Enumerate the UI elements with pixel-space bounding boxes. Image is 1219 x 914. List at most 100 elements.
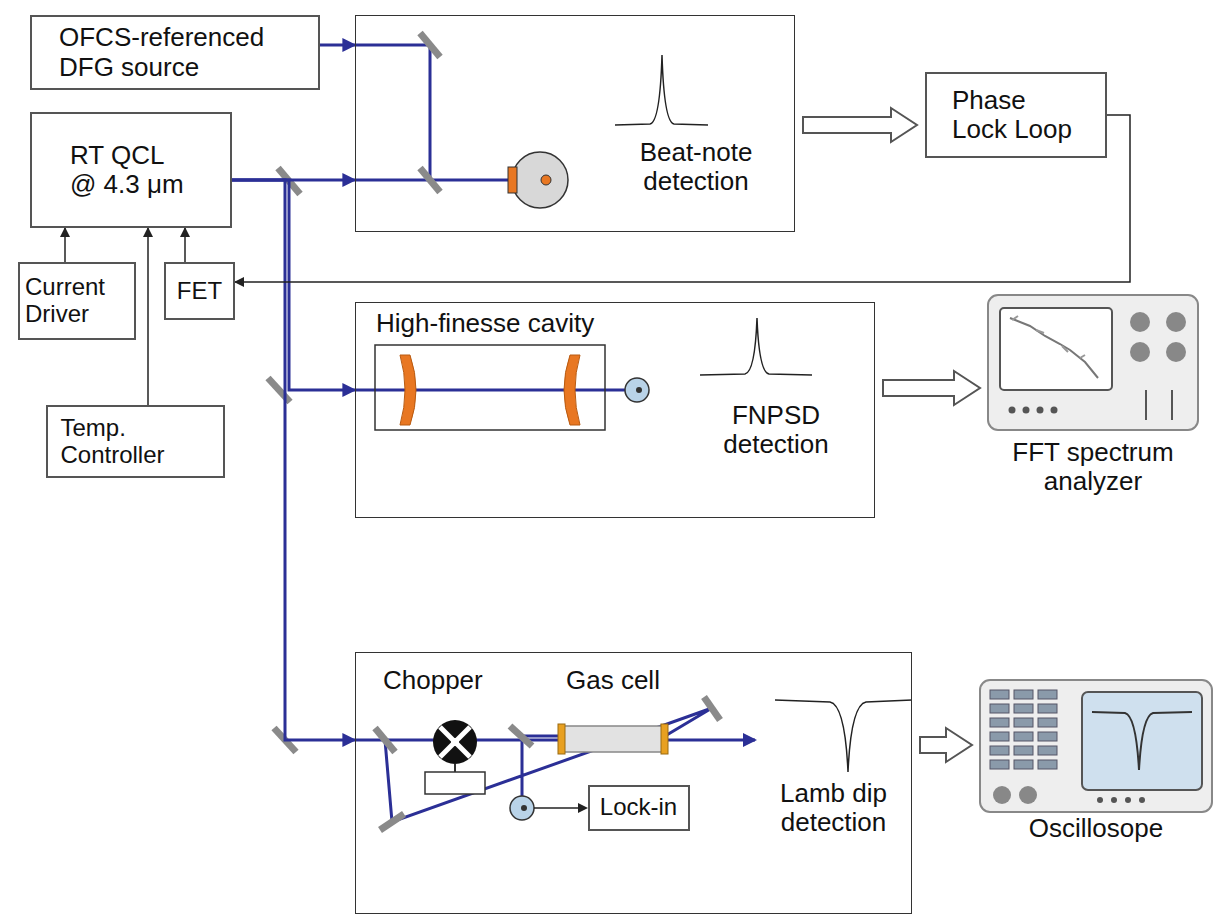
chopper <box>440 727 470 757</box>
beat-note-peak <box>615 55 708 125</box>
signal-arrowhead <box>578 803 588 813</box>
oscilloscope-icon <box>1014 690 1033 699</box>
oscilloscope-icon <box>1038 760 1057 769</box>
lamb-dip-curve <box>775 700 912 772</box>
laser-beam <box>320 44 355 47</box>
spectrum-analyzer-icon <box>1166 342 1186 362</box>
beam <box>355 45 430 180</box>
gas-cell <box>563 726 663 752</box>
spectrum-analyzer-icon <box>1023 407 1030 414</box>
node-label: Current Driver <box>25 274 129 328</box>
mirror <box>375 697 720 830</box>
photodetector <box>512 152 568 208</box>
oscilloscope-icon <box>1019 786 1037 804</box>
mirror <box>420 33 440 57</box>
controller-box: Temp. Controller <box>46 405 225 478</box>
signal-arrow <box>803 108 917 142</box>
detection-panel: Beat-note detection <box>355 15 795 232</box>
control-wire <box>147 228 149 405</box>
photodetector <box>510 796 534 820</box>
oscilloscope-icon <box>990 718 1009 727</box>
node-label: RT QCL @ 4.3 μm <box>70 141 192 199</box>
oscilloscope-icon <box>990 760 1009 769</box>
mirror <box>380 814 404 830</box>
lock-in-box: Lock-in <box>588 785 690 831</box>
mirror <box>375 728 395 752</box>
spectrum-analyzer-icon <box>988 295 1198 430</box>
oscilloscope-icon <box>1014 746 1033 755</box>
oscilloscope-icon <box>1082 692 1202 790</box>
oscilloscope-icon <box>990 690 1009 699</box>
beam-arrowhead <box>743 733 757 747</box>
driver-box: Current Driver <box>18 262 136 340</box>
oscilloscope-icon <box>1139 797 1145 803</box>
cavity-mirror <box>564 355 580 425</box>
chopper <box>454 764 456 772</box>
oscilloscope-icon <box>1038 746 1057 755</box>
control-wire <box>64 228 66 262</box>
oscilloscope-icon <box>1097 797 1103 803</box>
node-label: High-finesse cavity <box>376 309 594 338</box>
spectrum-analyzer-icon <box>1012 316 1085 358</box>
beam <box>355 708 755 822</box>
mirror <box>268 33 440 752</box>
photodetector <box>508 167 517 193</box>
gas-cell <box>558 724 565 754</box>
oscilloscope-icon <box>1038 690 1057 699</box>
spectrum-analyzer-icon <box>1010 318 1098 378</box>
oscilloscope-icon <box>990 746 1009 755</box>
spectrum-analyzer-icon <box>1130 312 1150 332</box>
oscilloscope-icon <box>1038 718 1057 727</box>
oscilloscope-icon <box>1014 732 1033 741</box>
source-box: OFCS-referenced DFG source <box>30 15 320 90</box>
node-label: Oscillosope <box>980 814 1212 843</box>
oscilloscope-icon <box>980 680 1212 812</box>
instrument-icon: Oscillosope <box>980 680 1212 812</box>
beam <box>355 45 508 180</box>
oscilloscope-icon <box>990 704 1009 713</box>
mirror <box>510 726 532 746</box>
photodetector <box>541 175 551 185</box>
chopper <box>433 720 477 764</box>
transistor-box: FET <box>164 262 235 320</box>
spectrum-analyzer-icon <box>1171 390 1173 420</box>
oscilloscope-icon <box>1014 704 1033 713</box>
cavity-transmission-peak <box>700 318 812 375</box>
node-label: FET <box>177 278 222 305</box>
node-label: OFCS-referenced DFG source <box>59 23 291 81</box>
photodetector <box>636 387 642 393</box>
node-label: Beat-note detection <box>601 138 791 196</box>
cavity-mirror <box>400 355 416 425</box>
oscilloscope-icon <box>993 786 1011 804</box>
spectrum-analyzer-icon <box>1000 308 1112 390</box>
node-label: Lock-in <box>600 794 677 821</box>
mirror <box>704 697 720 720</box>
photodetector <box>625 378 649 402</box>
chopper <box>451 738 459 746</box>
part-label: Gas cell <box>566 666 660 695</box>
photodetector <box>521 805 527 811</box>
signal-arrow <box>920 728 972 762</box>
oscilloscope-icon <box>1014 760 1033 769</box>
oscilloscope-icon <box>1125 797 1131 803</box>
chopper <box>425 772 485 794</box>
spectrum-analyzer-icon <box>1009 407 1016 414</box>
chopper <box>440 727 470 757</box>
mirror <box>268 378 290 402</box>
oscilloscope-icon <box>1092 712 1192 770</box>
spectrum-analyzer-icon <box>1130 342 1150 362</box>
gas-cell <box>558 724 668 754</box>
oscilloscope-icon <box>1014 718 1033 727</box>
beam <box>355 389 625 392</box>
cavity-mirror <box>400 355 580 425</box>
cavity-housing <box>375 345 605 430</box>
beam <box>385 708 712 822</box>
spectrum-analyzer-icon <box>1051 407 1058 414</box>
node-label: Lamb dip detection <box>756 779 911 837</box>
node-label: Temp. Controller <box>61 415 211 469</box>
gas-cell <box>661 724 668 754</box>
chopper <box>425 720 485 794</box>
oscilloscope-icon <box>1111 797 1117 803</box>
oscilloscope-icon <box>1038 704 1057 713</box>
